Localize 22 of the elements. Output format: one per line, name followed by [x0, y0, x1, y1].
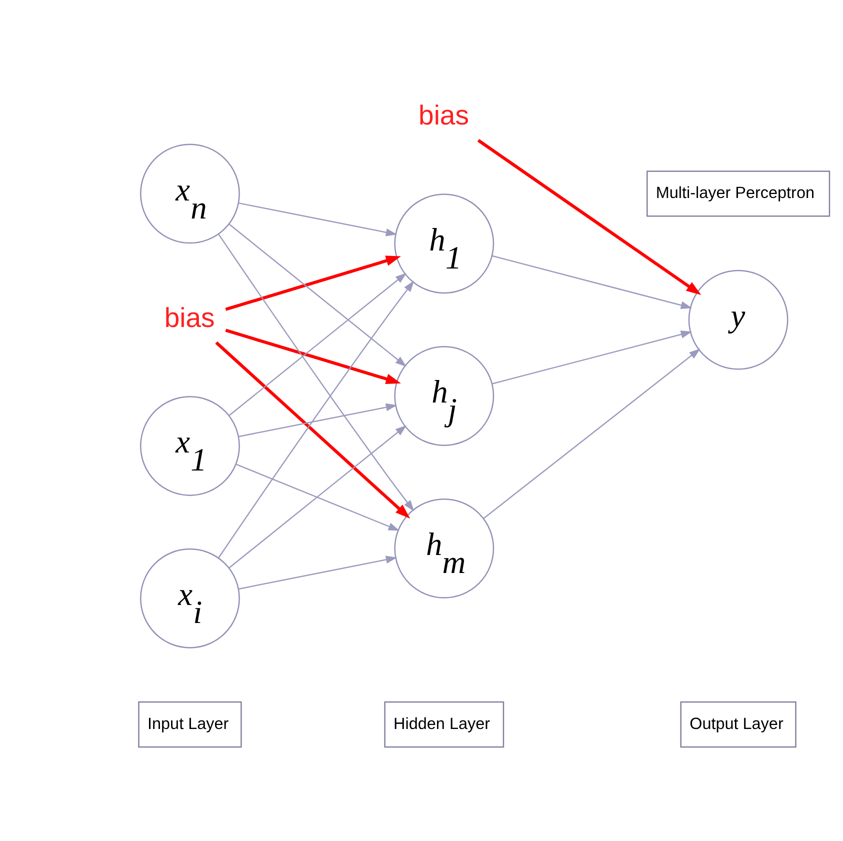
- node-box: Multi-layer Perceptron: [646, 170, 830, 216]
- node-text: bias: [418, 98, 469, 130]
- arrow: [483, 348, 700, 519]
- arrow: [492, 330, 692, 384]
- arrow: [238, 202, 398, 236]
- arrow: [238, 402, 398, 437]
- arrow: [238, 555, 398, 590]
- arrow: [229, 223, 407, 366]
- arrow: [218, 233, 414, 511]
- node-box: Hidden Layer: [384, 700, 504, 748]
- node-box: Input Layer: [138, 700, 242, 748]
- arrow: [215, 340, 410, 518]
- arrow: [477, 138, 702, 294]
- arrow: [236, 463, 400, 530]
- node-text: bias: [164, 301, 215, 332]
- arrow: [229, 424, 407, 568]
- arrow: [229, 272, 407, 416]
- arrow: [218, 280, 414, 558]
- arrow: [225, 328, 401, 384]
- node-box: Output Layer: [680, 700, 796, 748]
- arrow: [492, 254, 692, 309]
- arrow: [225, 255, 401, 310]
